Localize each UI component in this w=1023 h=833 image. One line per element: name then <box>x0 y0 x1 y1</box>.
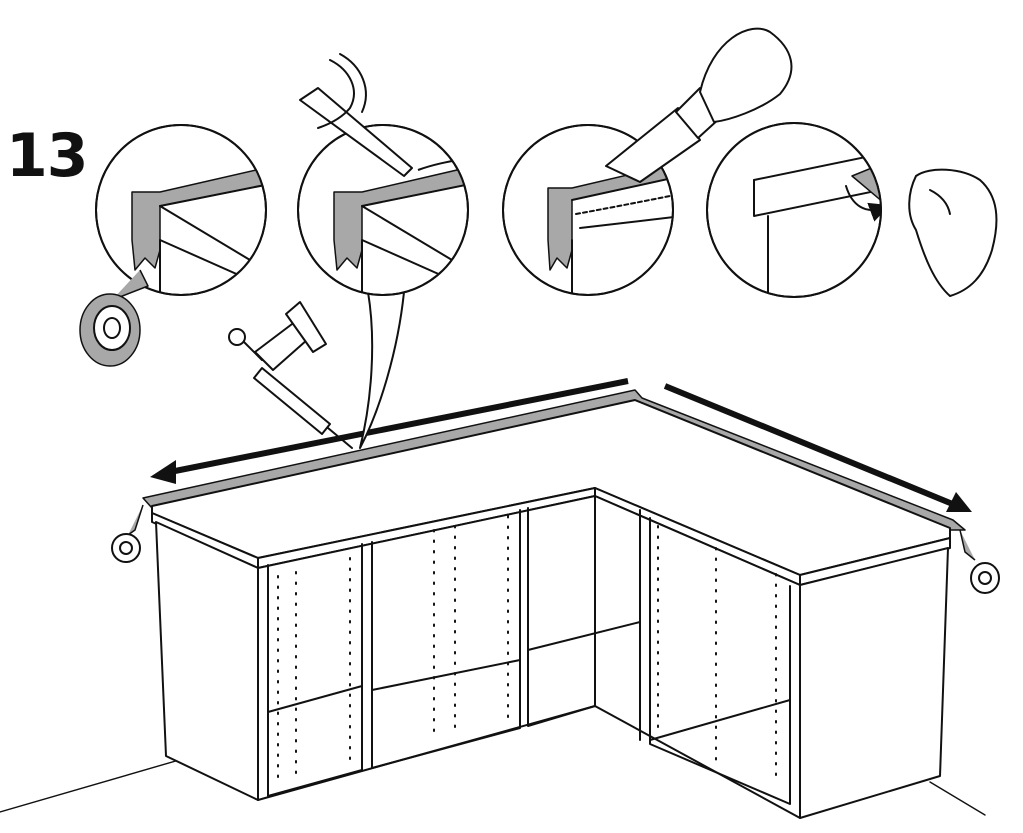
caulking-gun-icon <box>229 302 352 448</box>
tape-roll-left-icon <box>112 505 143 562</box>
panel-apply-sealant <box>298 54 500 300</box>
panel-apply-tape <box>80 125 300 366</box>
masking-tape-icon <box>80 270 148 366</box>
hand-peeling-icon <box>909 170 996 296</box>
arrow-left-icon <box>150 460 176 484</box>
tape-roll-right-icon <box>960 530 999 593</box>
panel-remove-tape <box>707 123 996 300</box>
